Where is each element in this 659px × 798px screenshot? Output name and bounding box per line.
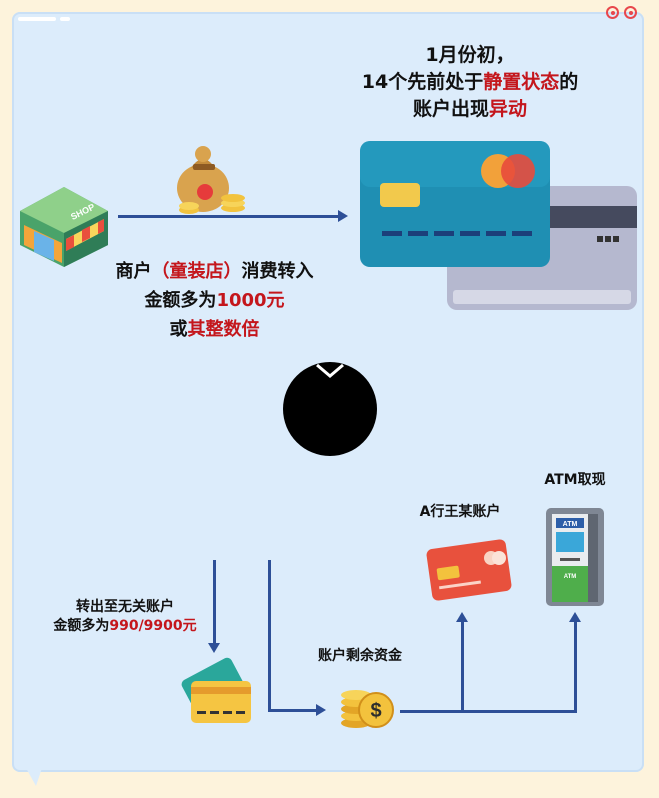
merchant-line2-highlight: 1000元 [216,290,285,311]
svg-text:$: $ [370,700,381,722]
eye-icon-left [606,6,619,19]
arrowhead-to-account-a [456,612,468,622]
merchant-line2-pre: 金额多为 [144,290,217,311]
arrowhead-to-remaining-funds [316,704,326,716]
eye-icon-right [624,6,637,19]
remaining-funds-label: 账户剩余资金 [318,648,402,664]
merchant-line1: 商户（童装店）消费转入 [62,257,367,286]
atm-sign: ATM [563,521,578,528]
eyes-decoration [606,6,637,19]
heading-line2-post: 的 [559,71,579,93]
merchant-line3-pre: 或 [169,319,188,340]
heading-line3: 账户出现异动 [330,96,610,123]
heading-line2-highlight: 静置状态 [483,71,560,93]
merchant-line3-highlight: 其整数倍 [187,319,260,340]
arrow-to-remaining-funds-horizontal [268,709,318,712]
transfer-out-line2-highlight: 990/9900元 [109,618,197,634]
shop-icon: SHOP [20,187,108,267]
red-card-icon [426,539,512,601]
money-bag-icon [177,146,245,214]
arrowhead-shop-to-card [338,210,348,222]
heading-line2: 14个先前处于静置状态的 [330,69,610,96]
speech-tail [26,768,42,786]
atm-icon: ATM ATM [546,508,604,606]
arrow-funds-to-destinations [400,710,577,713]
chevron-down-icon [316,363,344,378]
merchant-line2: 金额多为1000元 [62,286,367,315]
arrow-to-atm [574,622,577,712]
arrowhead-to-atm [569,612,581,622]
arrow-shop-to-card [118,215,340,218]
arrow-to-account-a [461,622,464,712]
bank-card-teal-icon [360,141,550,267]
arrowhead-to-transfer-card [208,643,220,653]
merchant-line1-highlight: （童装店） [151,261,242,282]
decorative-dash [18,17,56,21]
heading-line3-pre: 账户出现 [412,98,489,120]
merchant-line3: 或其整数倍 [62,315,367,344]
credit-card-icon [181,657,251,723]
transfer-out-line2: 金额多为990/9900元 [40,617,210,636]
heading-line3-highlight: 异动 [489,98,528,120]
transfer-out-line1: 转出至无关账户 [76,599,174,615]
heading-text: 1月份初， 14个先前处于静置状态的 账户出现异动 [330,42,610,123]
svg-text:ATM: ATM [564,574,577,580]
arrow-to-remaining-funds [268,560,271,712]
heading-line2-pre: 14个先前处于 [361,71,484,93]
merchant-text: 商户（童装店）消费转入 金额多为1000元 或其整数倍 [62,257,367,344]
merchant-line1-post: 消费转入 [241,261,314,282]
account-a-label: A行王某账户 [419,504,501,520]
transfer-out-text: 转出至无关账户 金额多为990/9900元 [40,598,210,636]
heading-line1: 1月份初， [425,44,515,66]
arrow-to-transfer-card [213,560,216,644]
atm-label: ATM取现 [544,472,606,488]
merchant-line1-pre: 商户 [115,261,152,282]
transfer-out-line2-pre: 金额多为 [53,618,110,634]
decorative-dash-small [60,17,70,21]
coin-stack-icon: $ [341,690,394,728]
